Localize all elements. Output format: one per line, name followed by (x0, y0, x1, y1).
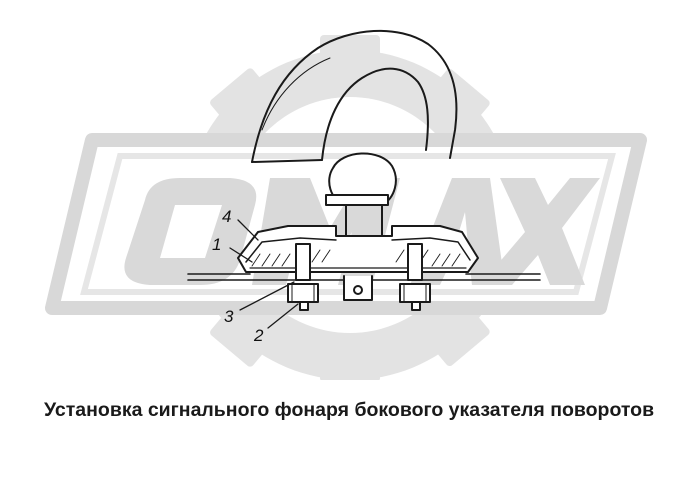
leader-2 (267, 303, 299, 329)
leader-1 (229, 247, 253, 263)
screw-right (399, 243, 431, 311)
terminal (343, 275, 373, 301)
cable-loop (251, 29, 458, 163)
lamp-installation-diagram: 4 1 3 2 (45, 29, 647, 380)
bulb (325, 152, 397, 256)
leader-3 (239, 281, 295, 311)
screw-left (287, 243, 319, 311)
lamp-assembly-drawing (187, 29, 541, 329)
callout-4: 4 (222, 207, 231, 226)
callout-2: 2 (253, 326, 264, 345)
leader-4 (237, 219, 259, 241)
figure-caption: Установка сигнального фонаря бокового ук… (44, 399, 655, 421)
callout-3: 3 (224, 307, 234, 326)
callout-1: 1 (212, 235, 221, 254)
